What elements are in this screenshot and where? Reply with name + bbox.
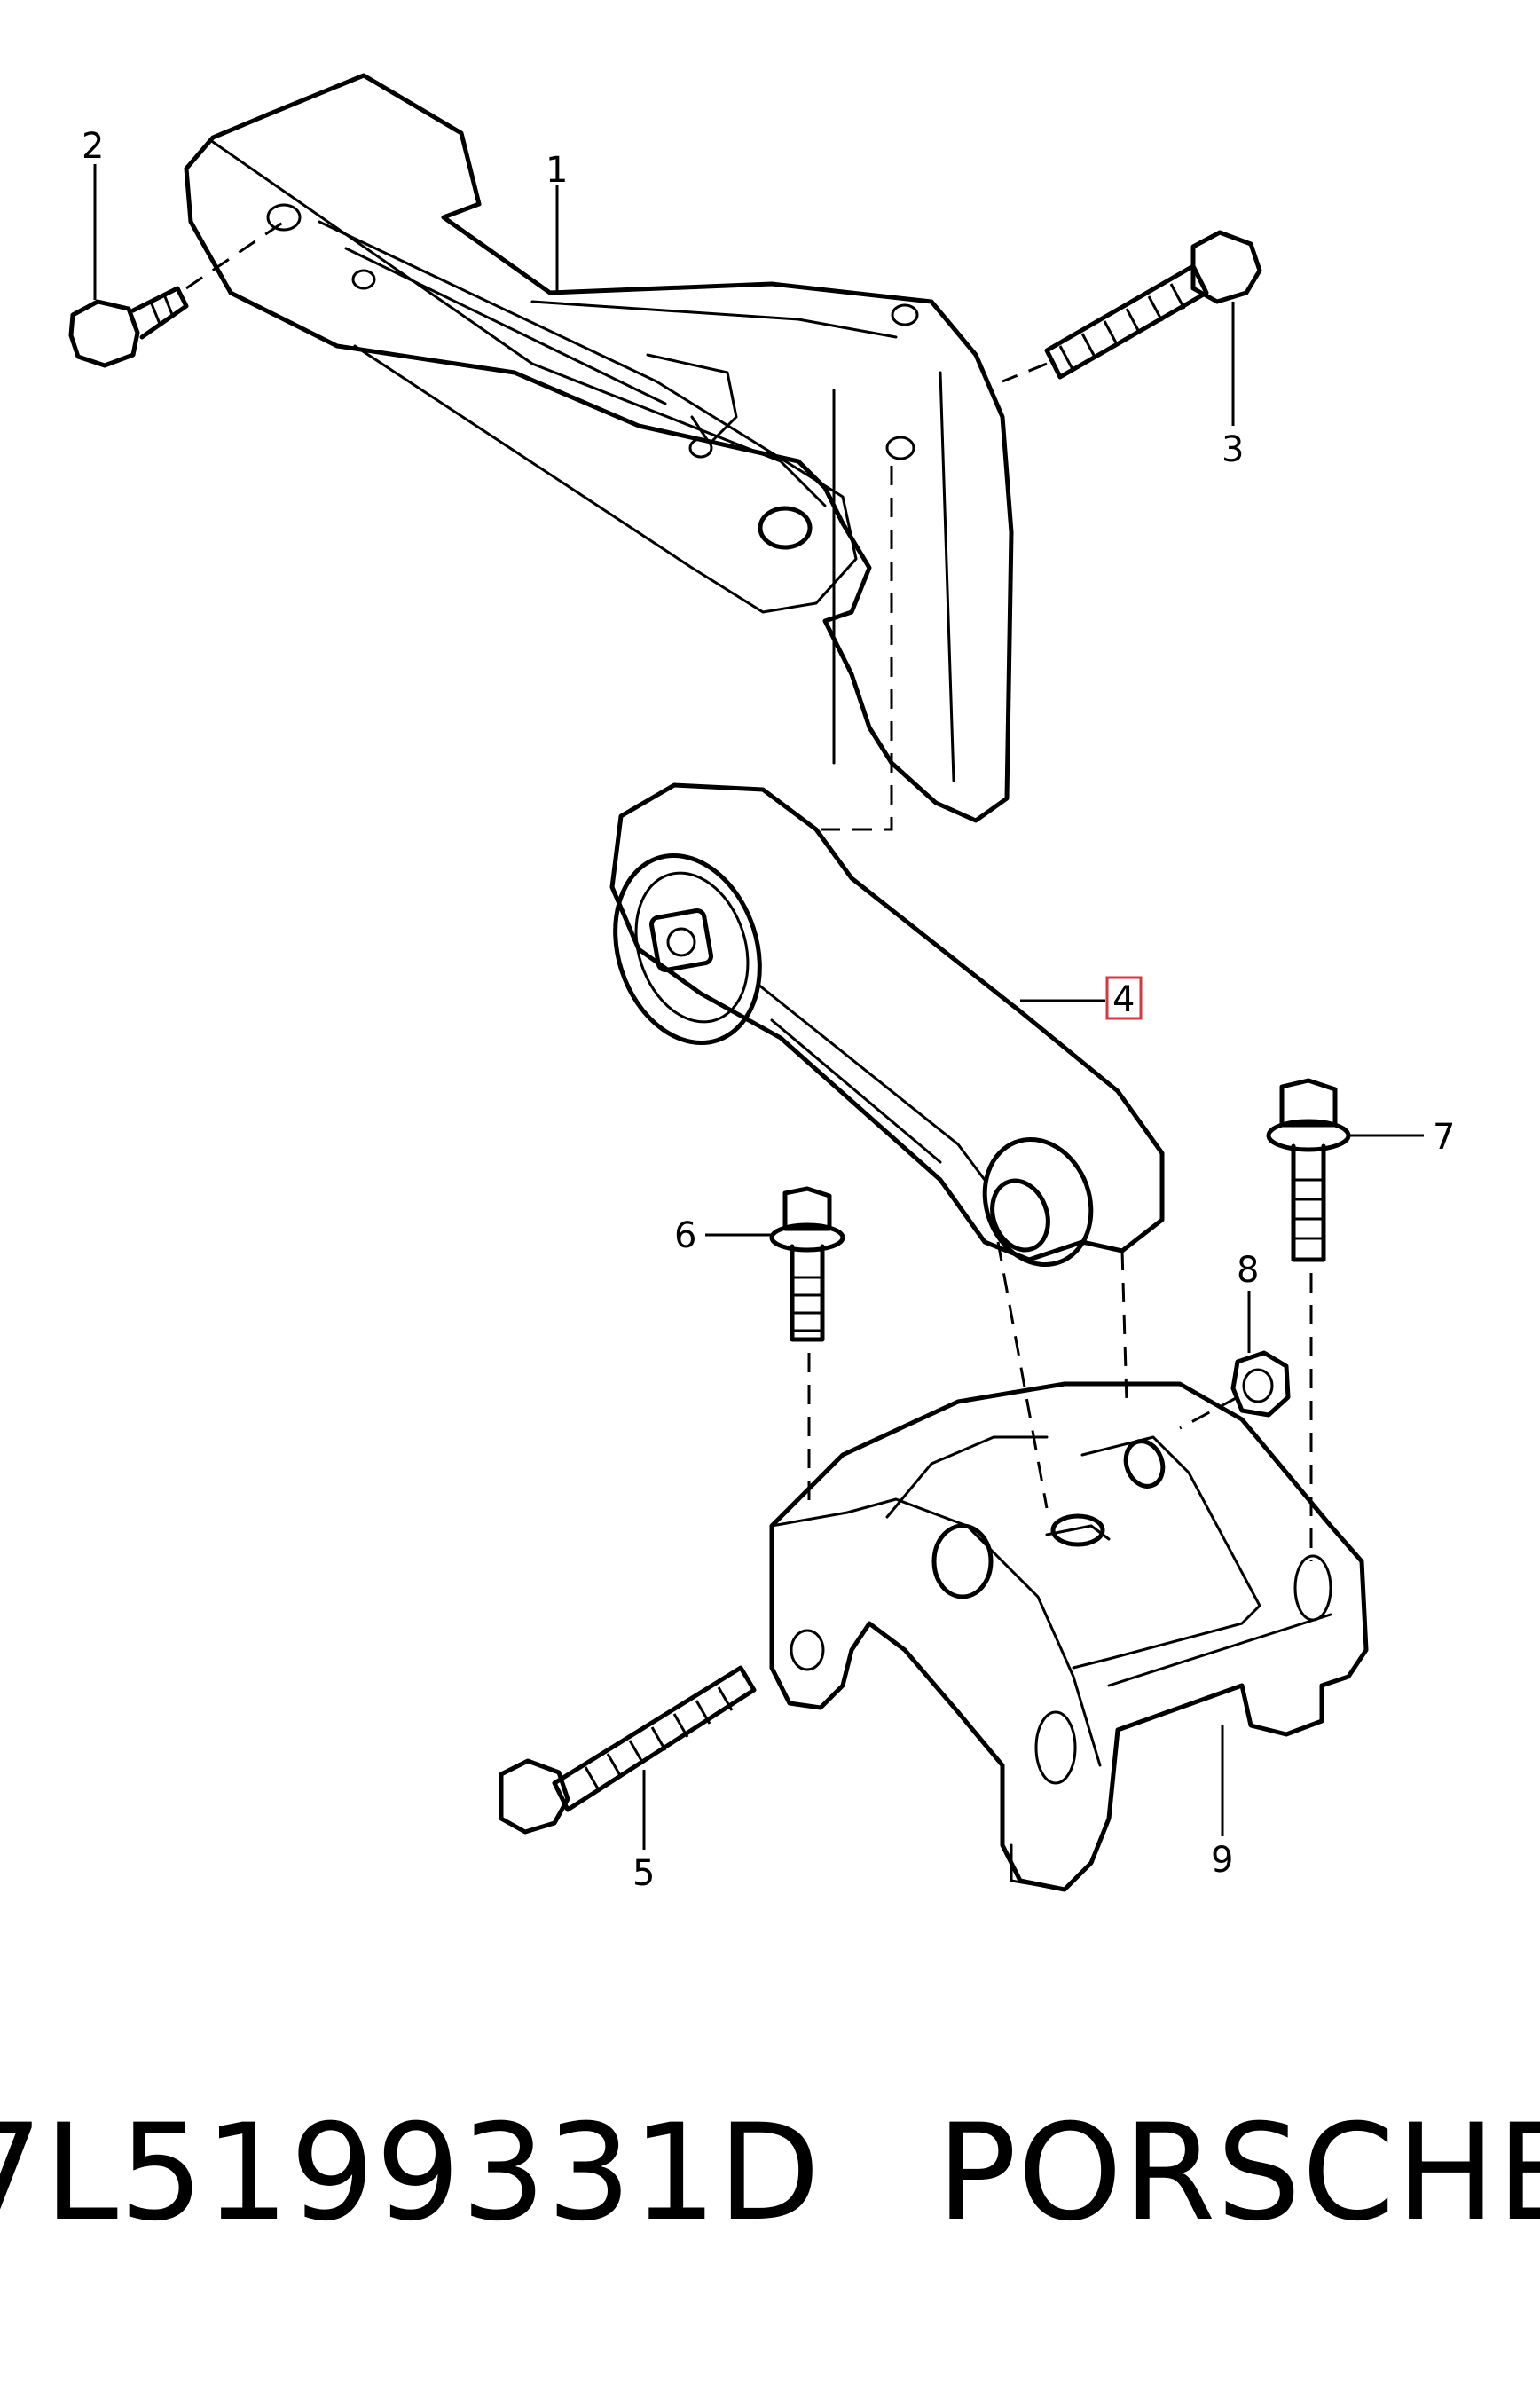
- part-4-torque-rod: [609, 461, 1165, 1509]
- leader-lines: [93, 164, 1424, 1850]
- callout-3: 3: [1222, 429, 1244, 470]
- part-1-upper-bracket: [184, 73, 1014, 823]
- callout-2: 2: [82, 126, 104, 167]
- callout-1: 1: [546, 150, 568, 191]
- callout-9: 9: [1211, 1840, 1233, 1881]
- brand-name: PORSCHE: [936, 2096, 1540, 2251]
- callout-7: 7: [1433, 1117, 1455, 1158]
- part-6-bolt: [769, 1186, 845, 1508]
- part-3-bolt: [1002, 230, 1262, 383]
- part-2-bolt: [68, 220, 285, 368]
- part-9-lower-support: [769, 1381, 1369, 1892]
- part-number: 7L5199331D: [0, 2096, 821, 2251]
- callout-4-highlight-box: [1105, 976, 1143, 1020]
- footer-caption: 7L5199331D PORSCHE: [0, 2040, 1540, 2306]
- callout-5: 5: [632, 1853, 655, 1894]
- callout-8: 8: [1237, 1250, 1259, 1291]
- callout-4: 4: [1112, 979, 1135, 1020]
- part-8-nut: [1179, 1350, 1291, 1430]
- callout-labels: 1 2 3 4 5 6 7 8 9: [82, 126, 1455, 1894]
- callout-6: 6: [674, 1215, 696, 1256]
- part-7-bolt: [1266, 1078, 1351, 1561]
- part-5-bolt: [499, 1665, 757, 1835]
